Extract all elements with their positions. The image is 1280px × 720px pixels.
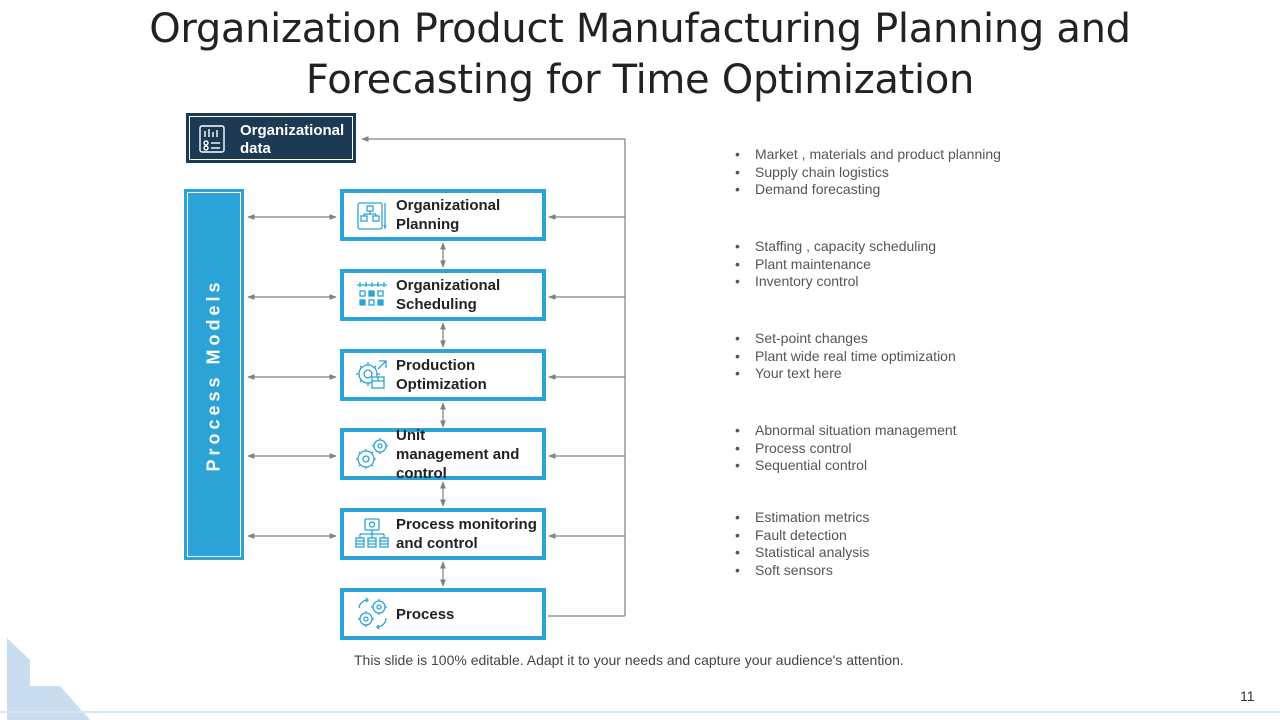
bullet-item: Your text here	[735, 365, 956, 383]
cycle-gears-icon	[358, 597, 387, 630]
bullet-item: Demand forecasting	[735, 181, 1001, 199]
gears-icon	[356, 438, 388, 469]
data-sheet-icon	[199, 125, 225, 153]
bullet-item: Supply chain logistics	[735, 164, 1001, 182]
page-number: 11	[1240, 688, 1255, 704]
footer-note: This slide is 100% editable. Adapt it to…	[354, 652, 904, 668]
stage-label: Process	[396, 605, 455, 623]
bottom-rule	[0, 711, 1280, 713]
org-chart-icon	[357, 202, 387, 231]
stage-label: Organizational Planning	[396, 197, 501, 233]
process-models-label: Process Models	[203, 277, 224, 472]
stage-label: Unit management and control	[396, 426, 520, 482]
stage-label: Process monitoring and control	[396, 516, 537, 552]
organizational-data-label: Organizational data	[240, 122, 345, 157]
bullet-list-scheduling: Staffing , capacity scheduling Plant mai…	[735, 238, 936, 291]
stage-unit-management: Unit management and control	[340, 426, 546, 482]
bullet-list-optimization: Set-point changes Plant wide real time o…	[735, 330, 956, 383]
bullet-item: Staffing , capacity scheduling	[735, 238, 936, 256]
gear-box-icon	[356, 360, 387, 389]
bullet-list-monitoring: Estimation metrics Fault detection Stati…	[735, 509, 869, 579]
bullet-item: Process control	[735, 440, 957, 458]
stage-process: Process	[340, 588, 546, 640]
bullet-item: Sequential control	[735, 457, 957, 475]
stage-label: Production Optimization	[396, 357, 487, 393]
stage-label: Organizational Scheduling	[396, 277, 501, 313]
stage-organizational-scheduling: Organizational Scheduling	[340, 269, 546, 321]
stage-organizational-planning: Organizational Planning	[340, 189, 546, 241]
title-line-2: Forecasting for Time Optimization	[305, 57, 975, 103]
slide-title: Organization Product Manufacturing Plann…	[0, 4, 1280, 106]
bullet-list-planning: Market , materials and product planning …	[735, 146, 1001, 199]
bullet-item: Estimation metrics	[735, 509, 869, 527]
organizational-data-box: Organizational data	[186, 113, 356, 163]
bullet-item: Inventory control	[735, 273, 936, 291]
monitor-network-icon	[355, 518, 389, 548]
stage-production-optimization: Production Optimization	[340, 349, 546, 401]
bullet-item: Set-point changes	[735, 330, 956, 348]
bullet-item: Fault detection	[735, 527, 869, 545]
corner-decoration	[7, 638, 90, 720]
bullet-item: Statistical analysis	[735, 544, 869, 562]
stage-process-monitoring: Process monitoring and control	[340, 508, 546, 560]
bullet-item: Plant wide real time optimization	[735, 348, 956, 366]
calendar-grid-icon	[357, 282, 387, 306]
title-line-1: Organization Product Manufacturing Plann…	[149, 6, 1131, 52]
bullet-item: Abnormal situation management	[735, 422, 957, 440]
bullet-item: Market , materials and product planning	[735, 146, 1001, 164]
bullet-list-unit-management: Abnormal situation management Process co…	[735, 422, 957, 475]
process-models-bar: Process Models	[184, 189, 244, 560]
bullet-item: Plant maintenance	[735, 256, 936, 274]
bullet-item: Soft sensors	[735, 562, 869, 580]
